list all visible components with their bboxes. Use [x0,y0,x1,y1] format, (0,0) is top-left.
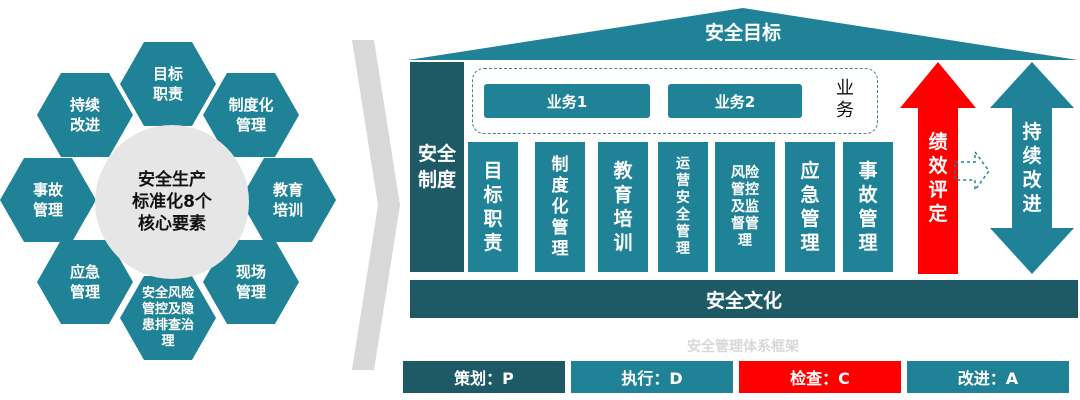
hex-goal-responsibility: 目标 职责 [120,42,216,126]
framework-caption: 安全管理体系框架 [687,339,799,355]
hex-accident-management: 事故 管理 [0,158,96,242]
performance-up-arrow [900,62,976,274]
core-elements-circle: 安全生产 标准化8个 核心要素 [95,125,249,279]
column-accident-management: 事 故 管 理 [843,142,893,272]
column-institutional-management: 制 度 化 管 理 [535,142,585,272]
improvement-label: 持 续 改 进 [1022,121,1042,215]
business-more-label: 业 务 [836,78,854,121]
column-goal-responsibility: 目 标 职 责 [468,142,518,272]
roof-title: 安全目标 [704,22,781,44]
pdca-act: 改进：A [907,361,1069,393]
improvement-double-arrow [990,62,1074,274]
business-1-box: 业务1 [484,84,650,118]
hex-site-management: 现场 管理 [203,240,299,324]
column-operation-safety: 运 营 安 全 管 理 [658,142,708,272]
column-risk-control: 风险 管控 及监 督管 理 [715,142,775,272]
column-emergency-management: 应 急 管 理 [785,142,835,272]
hex-continuous-improvement: 持续 改进 [37,73,133,157]
chevron-divider [352,40,400,370]
hex-risk-control: 安全风险 管控及隐 患排查治 理 [120,276,216,360]
business-group-frame [472,68,878,134]
column-education-training: 教 育 培 训 [598,142,648,272]
business-2-box: 业务2 [668,84,802,118]
hex-institutional-management: 制度化 管理 [203,73,299,157]
roof-shape [408,8,1078,60]
hex-education-training: 教育 培训 [240,158,336,242]
safety-system-pillar: 安全 制度 [410,62,464,272]
pdca-plan: 策划：P [403,361,565,393]
pdca-check: 检查：C [739,361,901,393]
pdca-do: 执行：D [571,361,733,393]
safety-culture-base: 安全文化 [410,280,1078,318]
performance-label: 绩 效 评 定 [928,131,948,225]
dashed-right-arrow [954,150,990,192]
